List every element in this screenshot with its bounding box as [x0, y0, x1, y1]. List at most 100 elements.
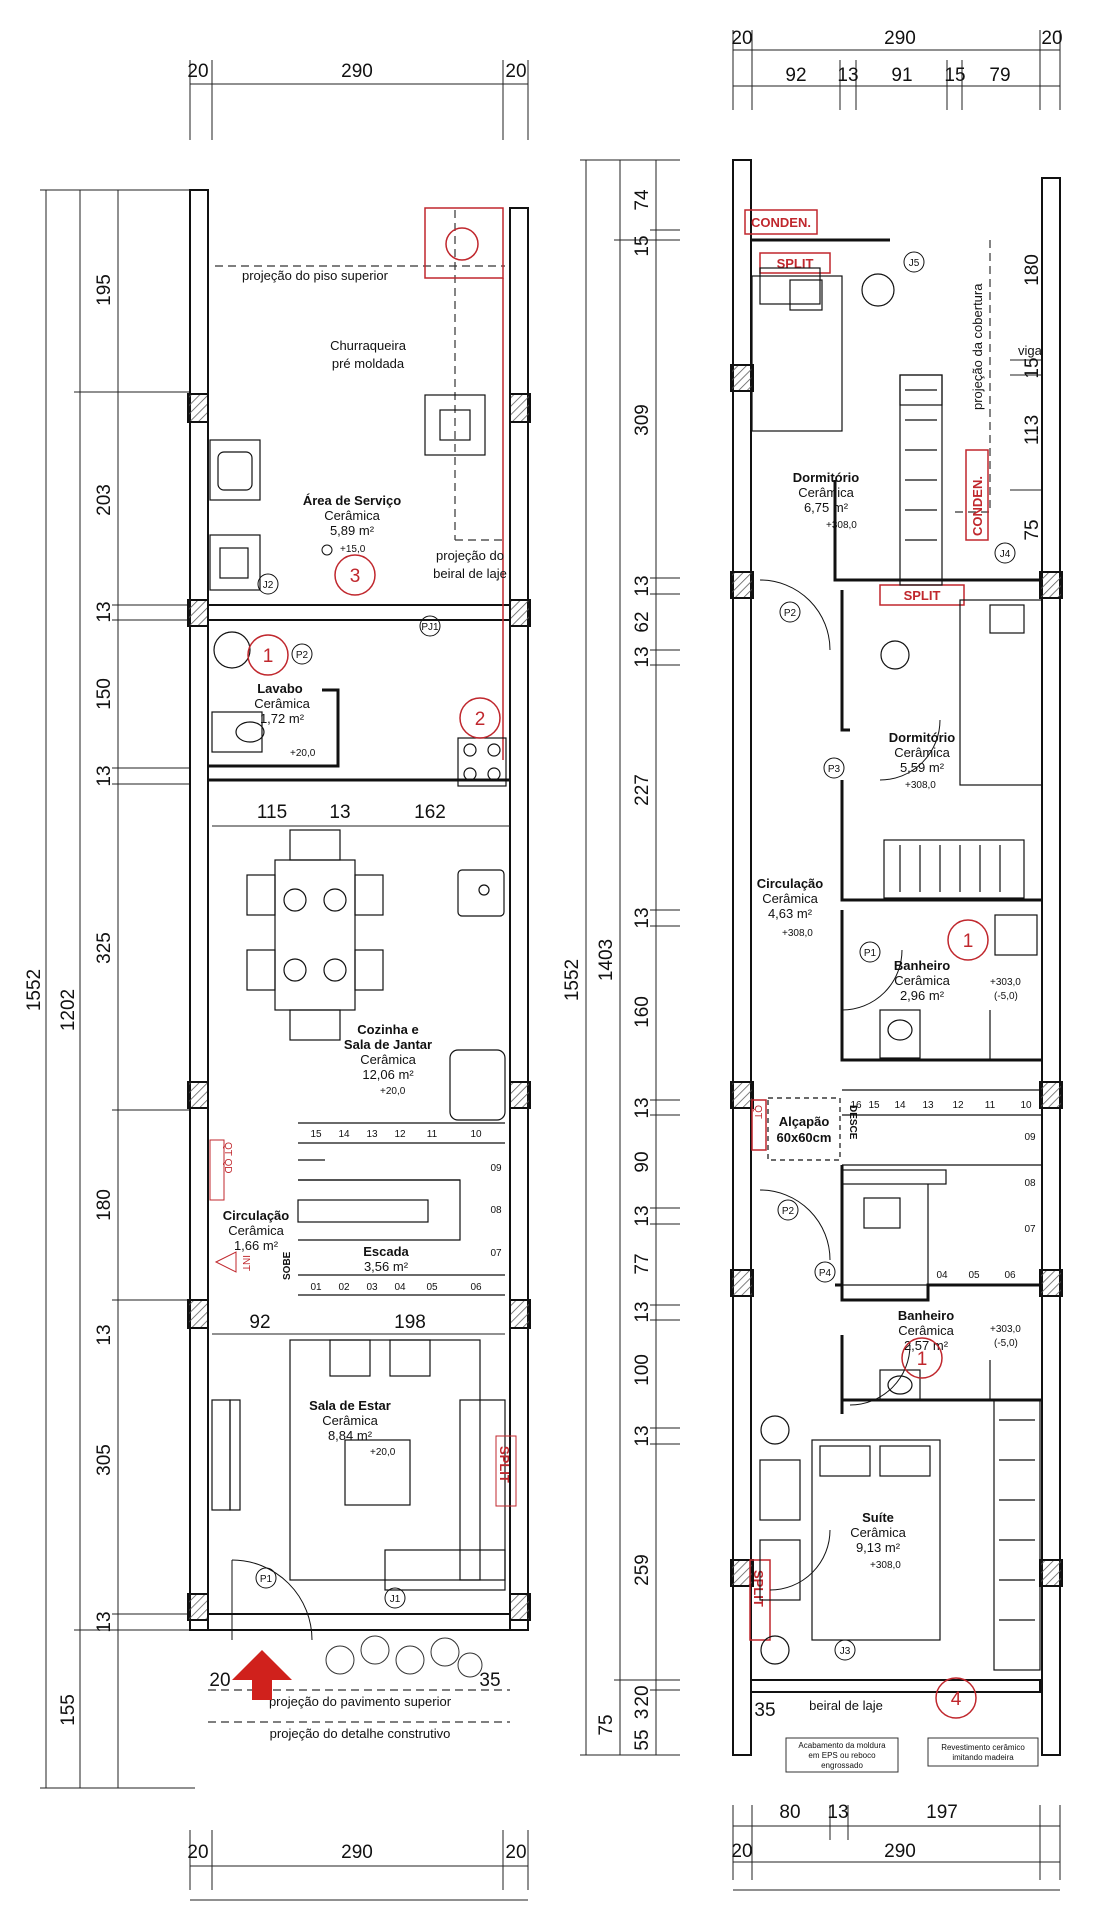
ground-bottom-dimension: [189, 1830, 529, 1901]
room-name-bath2: Banheiro: [898, 1308, 954, 1323]
room-finish-circulation: Cerâmica: [228, 1223, 284, 1238]
tag-p4: P4: [819, 1268, 832, 1279]
label-split-suite: SPLIT: [751, 1570, 766, 1607]
label-int: INT: [240, 1255, 251, 1271]
ground-step-07: 07: [490, 1248, 502, 1259]
upper-dim-13a: 13: [632, 575, 653, 596]
ground-floor-plan: 20 290 20 20 290 20: [24, 60, 531, 1901]
upper-dim-90: 90: [632, 1151, 653, 1172]
sofa-and-tv-icons: [211, 1339, 506, 1591]
upper-dim-13e: 13: [632, 1205, 653, 1226]
ground-dim-203: 203: [94, 484, 115, 516]
room-level2-bath1: (-5,0): [994, 991, 1018, 1002]
label-qt-upper: QT: [752, 1105, 763, 1119]
ground-step-04: 04: [394, 1282, 406, 1293]
ground-step-09: 09: [490, 1163, 502, 1174]
upper-dim-1403: 1403: [596, 939, 617, 981]
upper-step-09: 09: [1024, 1132, 1036, 1143]
upper-dim-227: 227: [632, 774, 653, 806]
room-finish-upper-circ: Cerâmica: [762, 891, 818, 906]
room-name-living: Sala de Estar: [309, 1398, 391, 1413]
upper-dim-13g: 13: [632, 1425, 653, 1446]
room-finish-bath1: Cerâmica: [894, 973, 950, 988]
ground-dim-305: 305: [94, 1444, 115, 1476]
upper-dim-15: 15: [632, 235, 653, 256]
ground-step-08: 08: [490, 1205, 502, 1216]
room-area-bath1: 2,96 m²: [900, 988, 945, 1003]
ground-top-dim-total: 290: [341, 61, 373, 82]
upper-left-dimensions: [580, 159, 680, 1756]
int-marker-icon: [214, 1251, 237, 1273]
ground-dim-13c: 13: [94, 1324, 115, 1345]
note-eave-2: beiral de laje: [433, 566, 507, 581]
label-hatch-1: Alçapão: [779, 1114, 830, 1129]
label-conden-top: CONDEN.: [751, 215, 811, 230]
upper-top-dim-left: 20: [731, 28, 752, 49]
ground-step-06: 06: [470, 1282, 482, 1293]
ground-dim-155: 155: [58, 1694, 79, 1726]
note-right-1: Revestimento cerâmico: [941, 1743, 1025, 1752]
level-marker-icon: [321, 544, 333, 556]
room-level-suite: +308,0: [870, 1560, 901, 1571]
ground-exterior-walls: [189, 189, 529, 1631]
note-beam: viga: [1018, 343, 1043, 358]
tag-p3: P3: [828, 764, 841, 775]
note-box-left: [785, 1737, 899, 1773]
room-level-upper-circ: +308,0: [782, 928, 813, 939]
note-box-right: [927, 1737, 1039, 1767]
upper-dim-13c: 13: [632, 907, 653, 928]
room-level-lavabo: +20,0: [290, 748, 316, 759]
ground-dim-150: 150: [94, 678, 115, 710]
note-upper-floor-projection: projeção do piso superior: [242, 268, 389, 283]
note-left-3: engrossado: [821, 1761, 863, 1770]
kitchen-dim-13: 13: [329, 802, 350, 823]
room-name-bed2: Dormitório: [889, 730, 956, 745]
upper-right-dim-75: 75: [1022, 519, 1043, 540]
room-level-bed2: +308,0: [905, 780, 936, 791]
note-left-2: em EPS ou reboco: [808, 1751, 876, 1760]
grill-hood: [424, 207, 504, 760]
bedroom1-furniture: [751, 267, 943, 586]
callout-2-ground: 2: [475, 709, 486, 730]
upper-dim-13b: 13: [632, 646, 653, 667]
garden-plants-icon: [325, 1635, 483, 1678]
label-split-ground: SPLIT: [497, 1446, 512, 1483]
room-area-bed1: 6,75 m²: [804, 500, 849, 515]
ground-bottom-dim-right: 20: [505, 1842, 526, 1863]
upper-dim-77: 77: [632, 1253, 653, 1274]
room-name-lavabo: Lavabo: [257, 681, 303, 696]
room-area-lavabo: 1,72 m²: [260, 711, 305, 726]
upper-top-sub-92: 92: [785, 65, 806, 86]
upper-step-10: 10: [1020, 1100, 1032, 1111]
ground-dim-13a: 13: [94, 601, 115, 622]
attic-hatch: [767, 1097, 841, 1161]
upper-step-11: 11: [985, 1100, 996, 1111]
qt-panel-upper: [751, 1099, 767, 1151]
upper-dim-13d: 13: [632, 1097, 653, 1118]
upper-interior-walls: [751, 238, 1042, 1414]
tag-pj1: PJ1: [421, 622, 439, 633]
room-finish-bath2: Cerâmica: [898, 1323, 954, 1338]
stair-up-label: SOBE: [282, 1251, 293, 1280]
upper-top-sub-79: 79: [989, 65, 1010, 86]
room-finish-bed1: Cerâmica: [798, 485, 854, 500]
entry-dim-35: 35: [479, 1670, 500, 1691]
callout-1-ground: 1: [263, 646, 274, 667]
upper-tag-circles: [777, 251, 1016, 1661]
ground-top-dim-right: 20: [505, 61, 526, 82]
ground-step-11: 11: [427, 1129, 438, 1140]
upper-step-12: 12: [952, 1100, 964, 1111]
ground-step-12: 12: [394, 1129, 406, 1140]
ground-step-01: 01: [310, 1282, 322, 1293]
upper-step-15: 15: [868, 1100, 880, 1111]
upper-dim-100: 100: [632, 1354, 653, 1386]
room-name-bath1: Banheiro: [894, 958, 950, 973]
ground-dim-195: 195: [94, 274, 115, 306]
upper-callout-circles: [901, 919, 989, 1719]
upper-dim-309: 309: [632, 404, 653, 436]
room-finish-lavabo: Cerâmica: [254, 696, 310, 711]
callout-3-ground: 3: [350, 566, 361, 587]
ground-step-02: 02: [338, 1282, 350, 1293]
upper-step-16: 16: [850, 1100, 862, 1111]
